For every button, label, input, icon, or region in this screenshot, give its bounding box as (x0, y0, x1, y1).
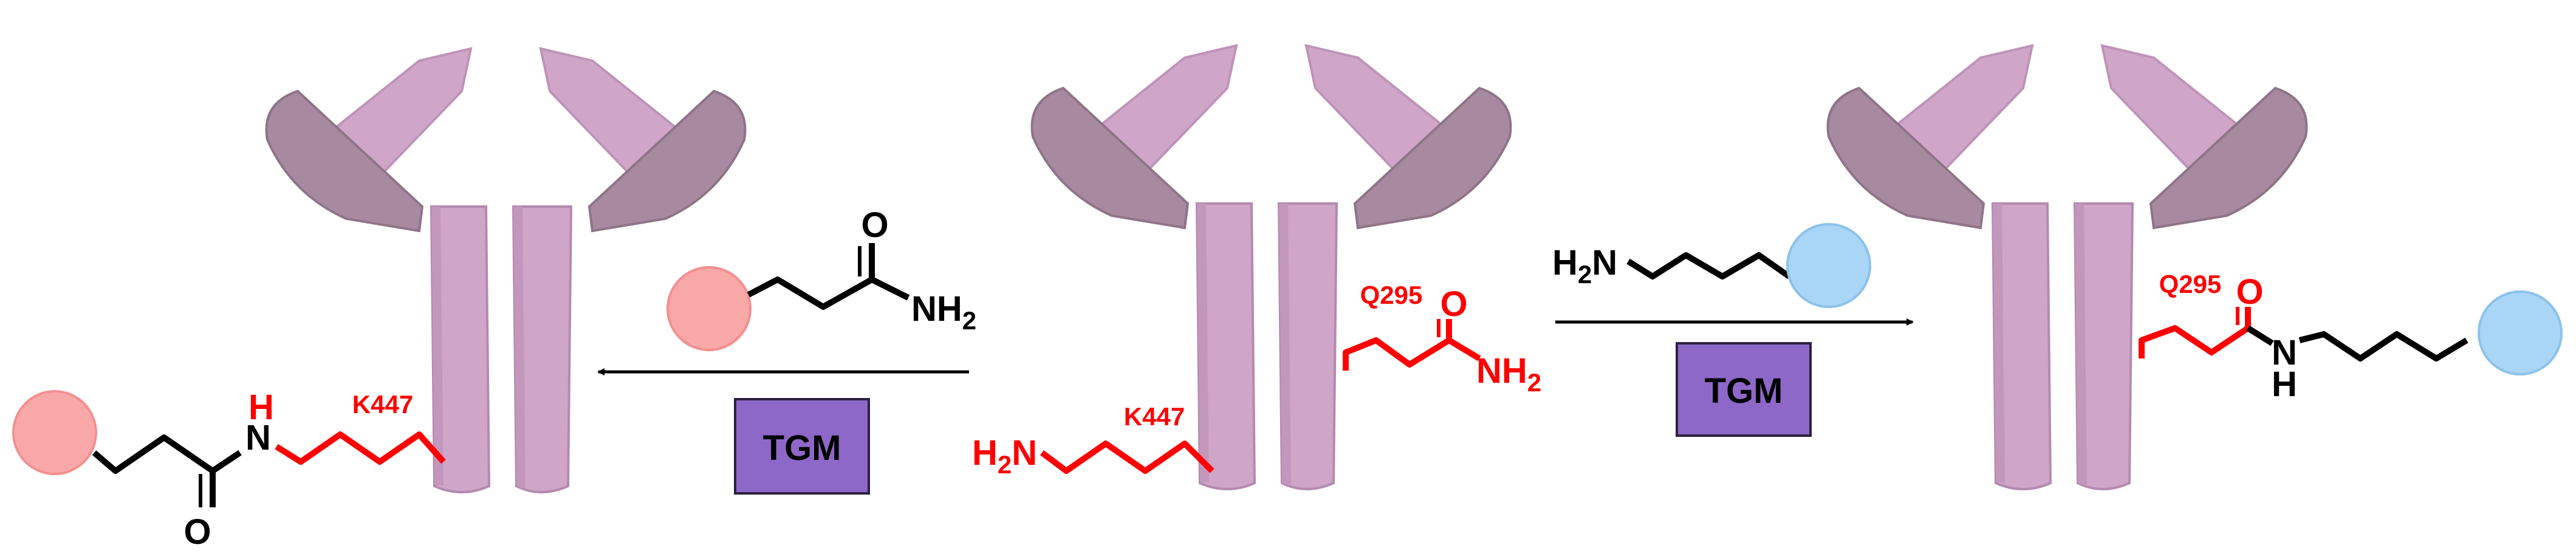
left-reagent-pink-sphere-icon (666, 266, 752, 351)
right-red-glutamine-chain (2139, 325, 2250, 358)
center-glutamine-amide-bond (1447, 337, 1481, 362)
center-lysine-label: K447 (1124, 402, 1185, 431)
left-reagent-nh-label: NH2 (911, 289, 976, 335)
left-black-linker-chain (92, 434, 242, 474)
center-red-glutamine-chain (1343, 337, 1451, 371)
left-pink-payload-icon (12, 390, 97, 475)
right-amide-n-label: N (2272, 333, 2297, 372)
right-reaction-group: H2N TGM (1552, 223, 1914, 437)
center-antibody-group: H2N K447 Q295 O NH2 (972, 44, 1541, 490)
left-reagent-black-chain (747, 276, 874, 310)
left-product-group: O H N K447 (12, 47, 747, 552)
center-glutamine-label: Q295 (1360, 281, 1423, 309)
right-black-linker-chain (2298, 331, 2468, 362)
left-amide-n-label: N (245, 418, 271, 458)
right-glutamine-label: Q295 (2159, 270, 2222, 298)
left-amide-h-label: H (248, 388, 274, 427)
right-reagent-black-chain (1626, 252, 1791, 280)
left-reagent-o-label: O (861, 205, 888, 245)
left-lysine-label: K447 (352, 390, 413, 419)
right-antibody-icon (1826, 44, 2308, 490)
center-lysine-amine-label: H2N (972, 433, 1037, 479)
right-carbonyl-o-label: O (2236, 272, 2263, 312)
left-antibody-icon (265, 47, 747, 493)
left-tgm-label: TGM (763, 428, 841, 468)
left-carbonyl-o-label: O (183, 512, 211, 552)
right-reagent-blue-sphere-icon (1786, 223, 1871, 308)
left-red-lysine-chain (275, 431, 446, 465)
right-reagent-amine-label: H2N (1552, 243, 1617, 289)
left-reagent-amide-bond (870, 276, 910, 301)
right-amide-h-label: H (2272, 365, 2297, 404)
right-tgm-label: TGM (1705, 371, 1783, 411)
center-glutamine-o-label: O (1440, 284, 1467, 324)
right-product-group: Q295 O N H (1826, 44, 2563, 490)
center-glutamine-nh-label: NH2 (1476, 351, 1541, 397)
left-reaction-group: O NH2 TGM (597, 205, 976, 495)
right-tgm-enzyme-box (1676, 342, 1812, 437)
center-antibody-icon (1030, 44, 1512, 490)
right-amide-bond (2246, 325, 2274, 346)
center-red-lysine-chain (1040, 441, 1214, 474)
left-tgm-enzyme-box (734, 398, 870, 495)
right-blue-payload-icon (2478, 290, 2563, 376)
